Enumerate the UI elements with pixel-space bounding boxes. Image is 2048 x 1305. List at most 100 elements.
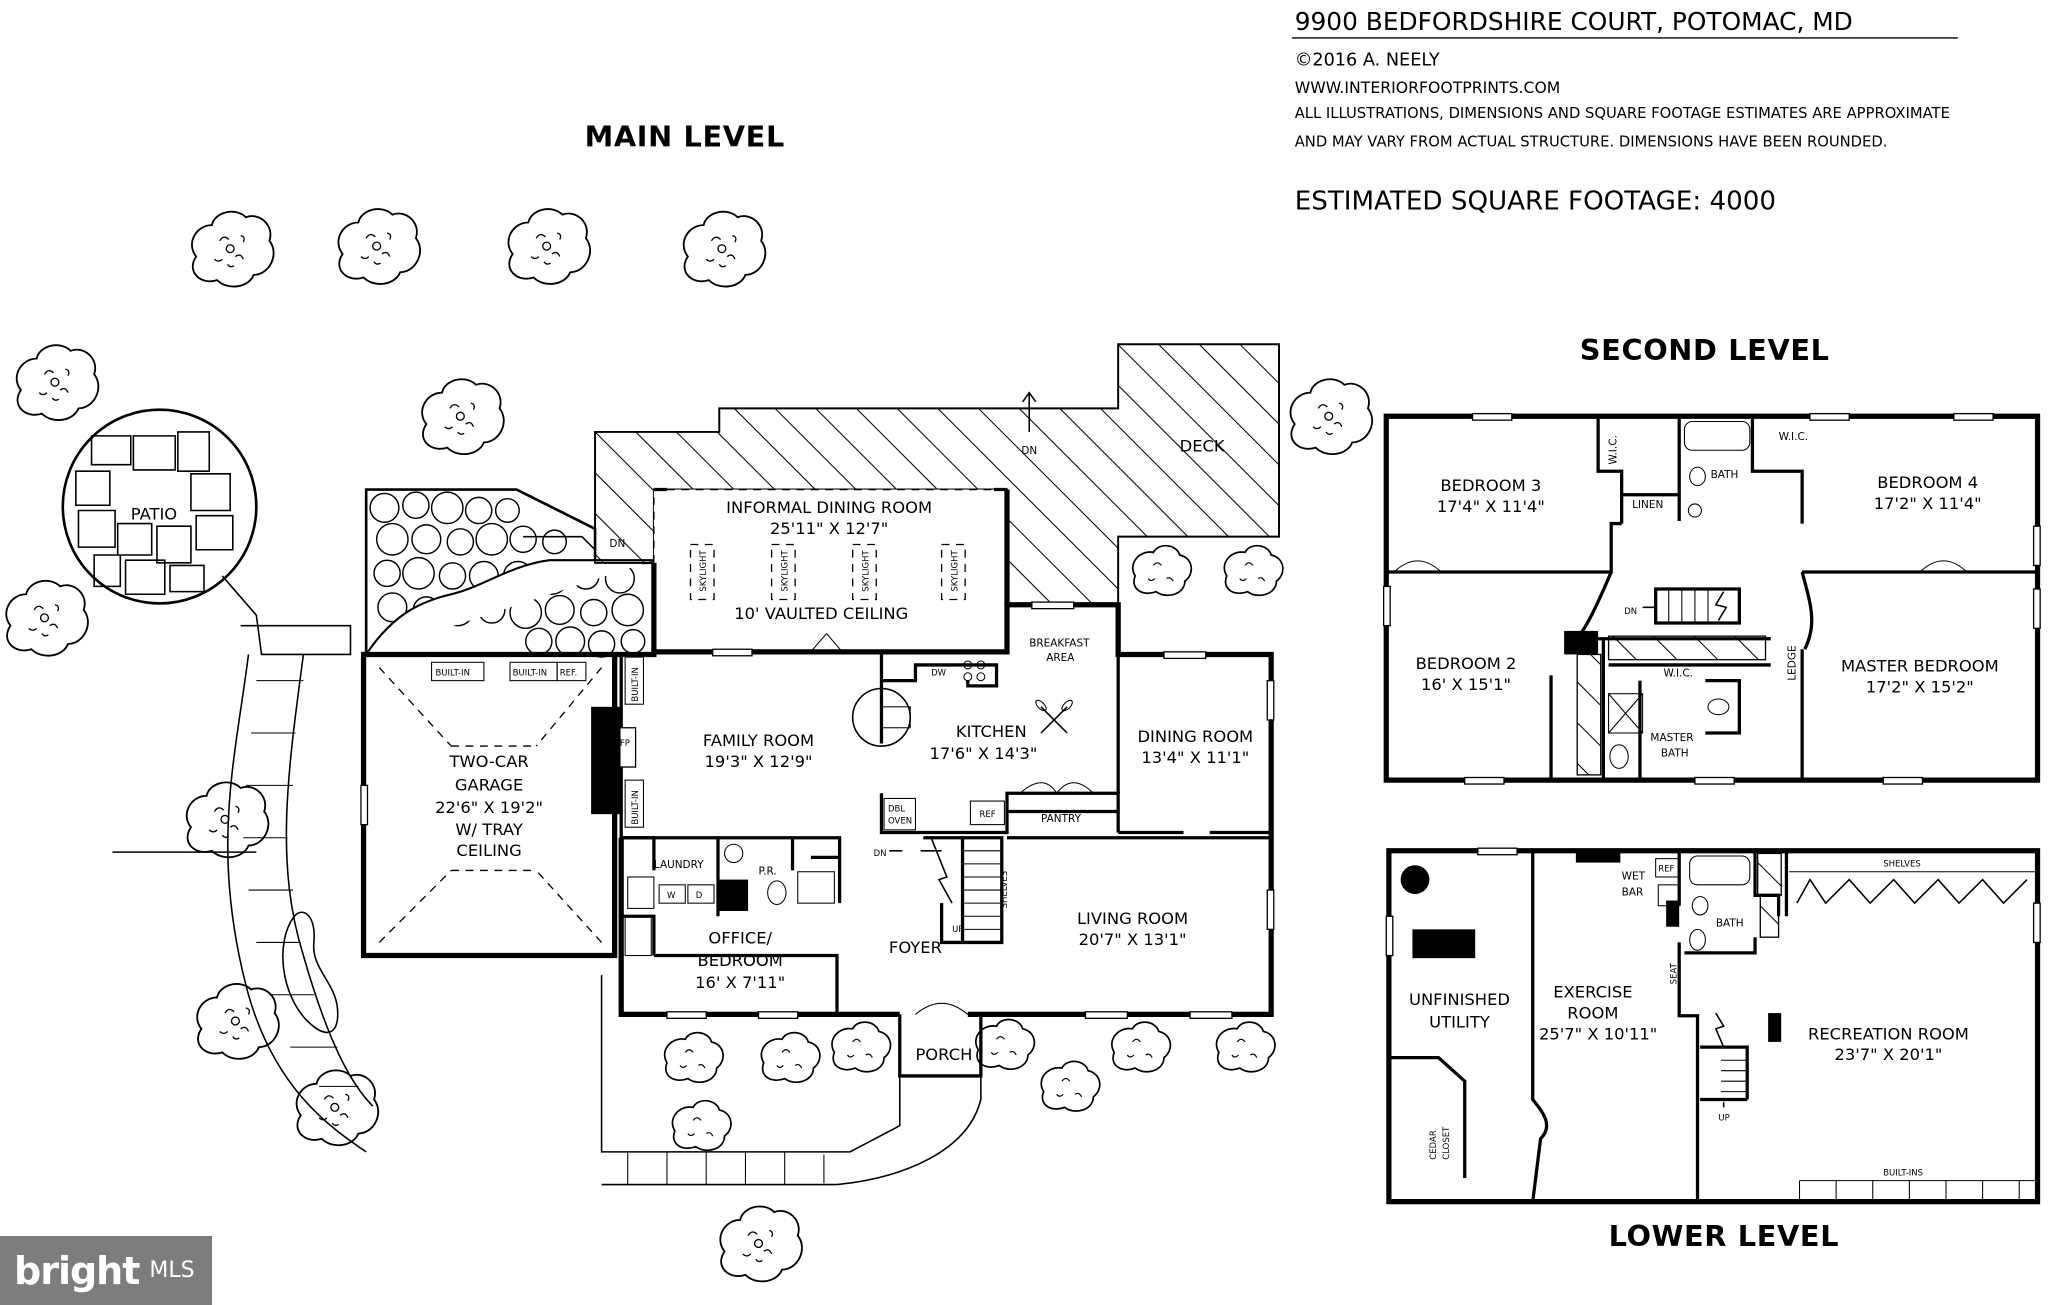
- second-level-windows: [1382, 412, 2041, 785]
- family-built-in-2: BUILT-IN: [631, 790, 641, 824]
- logo-brand: bright: [14, 1248, 140, 1293]
- disclaimer-line-2: AND MAY VARY FROM ACTUAL STRUCTURE. DIME…: [1295, 134, 1888, 151]
- main-level-windows: [360, 601, 1275, 1019]
- wet-bar-label-2: BAR: [1622, 886, 1644, 898]
- breakfast-label-2: AREA: [1046, 652, 1075, 664]
- built-ins-label: BUILT-INS: [1883, 1168, 1923, 1178]
- skylight-label-2: SKYLIGHT: [780, 550, 790, 592]
- recreation-label: RECREATION ROOM: [1808, 1024, 1969, 1043]
- lower-shelves-top: SHELVES: [1883, 860, 1921, 870]
- informal-dining-label: INFORMAL DINING ROOM: [726, 498, 932, 517]
- cedar-closet-1: CEDAR: [1429, 1130, 1439, 1160]
- office-dimensions: 16' X 7'11": [695, 973, 785, 992]
- deck-dn: DN: [1021, 445, 1037, 457]
- wet-bar-label-1: WET: [1622, 871, 1646, 883]
- master-bedroom-dimensions: 17'2" X 15'2": [1866, 677, 1974, 696]
- deck: DECK DN: [594, 343, 1280, 655]
- breakfast-label-1: BREAKFAST: [1029, 638, 1090, 650]
- kitchen-dimensions: 17'6" X 14'3": [929, 744, 1037, 763]
- family-room-label: FAMILY ROOM: [703, 731, 814, 750]
- lower-stair-up: UP: [1718, 1113, 1729, 1123]
- master-bath-label-1: MASTER: [1650, 732, 1693, 744]
- patio-label: PATIO: [131, 505, 177, 524]
- powder-room-label: P.R.: [759, 865, 777, 877]
- bedroom4-label: BEDROOM 4: [1877, 473, 1978, 492]
- bedroom2-label: BEDROOM 2: [1416, 654, 1517, 673]
- living-room-label: LIVING ROOM: [1077, 909, 1188, 928]
- porch-label: PORCH: [915, 1045, 972, 1064]
- lower-level-windows: [1385, 847, 2041, 957]
- website: WWW.INTERIORFOOTPRINTS.COM: [1295, 78, 1561, 97]
- master-bath-label-2: BATH: [1661, 748, 1689, 760]
- cobblestone-walk: DN: [364, 488, 656, 658]
- square-footage: ESTIMATED SQUARE FOOTAGE: 4000: [1295, 186, 1776, 216]
- bedroom3-label: BEDROOM 3: [1440, 476, 1541, 495]
- exercise-label-2: ROOM: [1567, 1003, 1618, 1022]
- second-level-plan: W.I.C. BEDROOM 3 17'4" X 11'4" W.I.C. BA…: [1382, 412, 2041, 785]
- family-room-dimensions: 19'3" X 12'9": [705, 752, 813, 771]
- bedroom4-wic-label: W.I.C.: [1779, 431, 1808, 443]
- foyer-shelves: SHELVES: [1000, 871, 1010, 909]
- office-label-2: BEDROOM: [698, 951, 783, 970]
- double-oven-label-2: OVEN: [888, 816, 912, 826]
- patio: PATIO: [61, 408, 374, 1153]
- unfinished-label-2: UTILITY: [1429, 1013, 1491, 1032]
- foyer-stair-dn: DN: [874, 849, 887, 859]
- ceiling-fan-icon: [1035, 699, 1073, 734]
- pantry-label: PANTRY: [1041, 813, 1082, 825]
- informal-dining-dimensions: 25'11" X 12'7": [770, 519, 888, 538]
- fireplace-label: FP: [620, 739, 630, 749]
- bright-mls-logo: bright MLS: [0, 1236, 212, 1305]
- garage-dimensions: 22'6" X 19'2": [435, 798, 543, 817]
- main-level-title: MAIN LEVEL: [585, 120, 785, 154]
- family-built-in-1: BUILT-IN: [631, 667, 641, 701]
- hall-bath-label: BATH: [1711, 469, 1739, 481]
- lower-level-title: LOWER LEVEL: [1609, 1219, 1840, 1253]
- dryer-label: D: [696, 891, 703, 901]
- dining-room-label: DINING ROOM: [1137, 727, 1253, 746]
- office-label-1: OFFICE/: [708, 929, 772, 948]
- master-wic-label: W.I.C.: [1664, 668, 1693, 680]
- bedroom3-dimensions: 17'4" X 11'4": [1437, 497, 1545, 516]
- foyer-label: FOYER: [889, 938, 942, 957]
- property-address: 9900 BEDFORDSHIRE COURT, POTOMAC, MD: [1295, 7, 1853, 36]
- lower-bath-label: BATH: [1716, 918, 1744, 930]
- garage-built-in-2: BUILT-IN: [513, 668, 547, 678]
- exercise-dimensions: 25'7" X 10'11": [1539, 1024, 1657, 1043]
- lower-level-plan: WET BAR REF BATH SHELVES SEAT UNFINISHED…: [1385, 847, 2041, 1205]
- skylight-label-4: SKYLIGHT: [950, 550, 960, 592]
- second-level-title: SECOND LEVEL: [1580, 333, 1830, 367]
- deck-label: DECK: [1180, 437, 1226, 456]
- foyer-stair-up: UP: [952, 925, 963, 935]
- second-stair-dn: DN: [1624, 607, 1637, 617]
- bedroom4-dimensions: 17'2" X 11'4": [1874, 494, 1982, 513]
- cedar-closet-2: CLOSET: [1442, 1126, 1452, 1160]
- skylights: SKYLIGHT SKYLIGHT SKYLIGHT SKYLIGHT: [689, 543, 966, 601]
- dishwasher-label: DW: [931, 668, 947, 678]
- linen-label: LINEN: [1632, 499, 1663, 511]
- main-level-plan: TWO-CAR GARAGE 22'6" X 19'2" W/ TRAY CEI…: [360, 487, 1275, 1186]
- exercise-label-1: EXERCISE: [1553, 982, 1632, 1001]
- bedroom2-dimensions: 16' X 15'1": [1421, 675, 1511, 694]
- copyright: ©2016 A. NEELY: [1295, 50, 1440, 70]
- laundry-label: LAUNDRY: [654, 859, 704, 871]
- kitchen-ref-label: REF: [980, 810, 996, 820]
- lower-ref-label: REF: [1658, 865, 1674, 875]
- seat-label: SEAT: [1670, 962, 1680, 984]
- kitchen-label: KITCHEN: [956, 722, 1027, 741]
- unfinished-label-1: UNFINISHED: [1409, 990, 1510, 1009]
- recreation-dimensions: 23'7" X 20'1": [1834, 1045, 1942, 1064]
- garage-label-5: CEILING: [456, 841, 521, 860]
- garage-label-2: GARAGE: [455, 776, 523, 795]
- garage-label-1: TWO-CAR: [448, 752, 528, 771]
- dining-room-dimensions: 13'4" X 11'1": [1141, 748, 1249, 767]
- double-oven-label-1: DBL: [888, 805, 905, 815]
- garage-built-in-1: BUILT-IN: [435, 668, 469, 678]
- skylight-label-1: SKYLIGHT: [699, 550, 709, 592]
- bedroom3-wic-label: W.I.C.: [1607, 435, 1619, 465]
- garage-ref: REF.: [560, 668, 578, 678]
- washer-label: W: [667, 891, 676, 901]
- living-room-dimensions: 20'7" X 13'1": [1079, 930, 1187, 949]
- master-bedroom-label: MASTER BEDROOM: [1841, 656, 1999, 675]
